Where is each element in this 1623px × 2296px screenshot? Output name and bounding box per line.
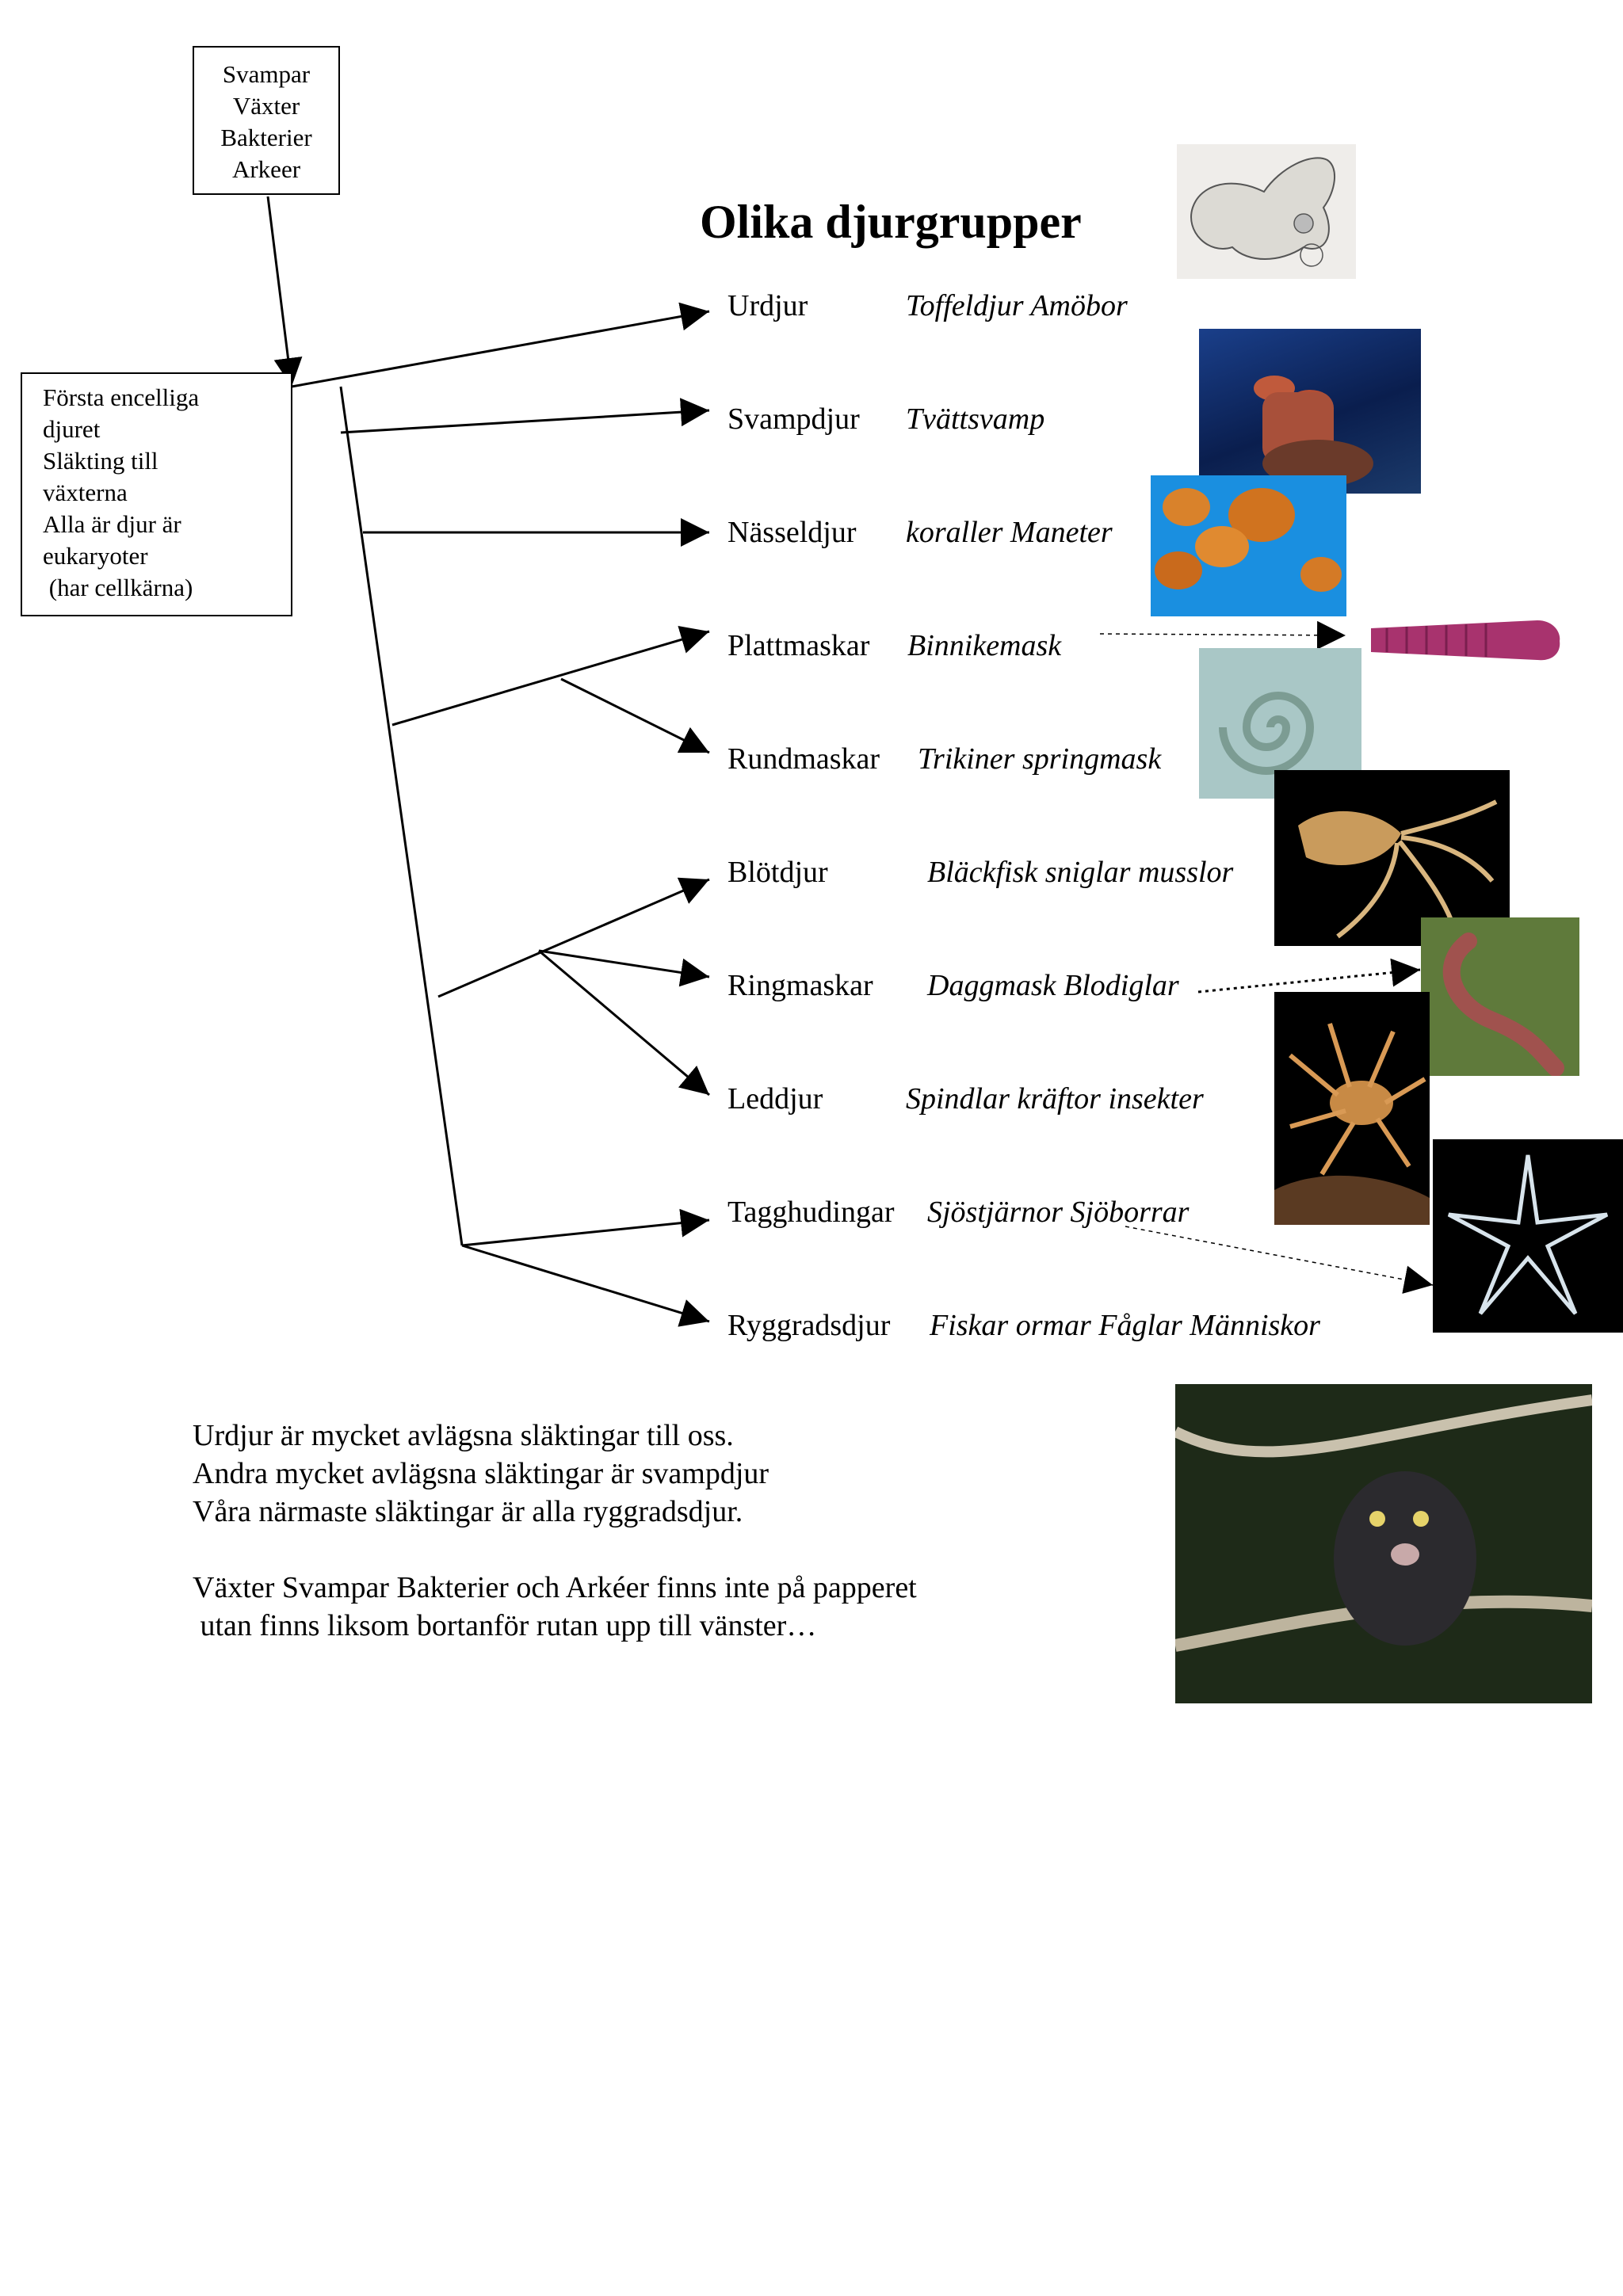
branch-worms [391,625,710,727]
notes-text: Urdjur är mycket avlägsna släktingar til… [193,1417,917,1645]
earthworm-picture [1421,917,1579,1076]
branch-molluscs [437,877,710,998]
dotted-pointer-tapeworm [1099,620,1346,650]
group-examples-rundmaskar: Trikiner springmask [918,742,1162,776]
first-animal-line: eukaryoter [43,542,148,570]
group-name-nasseldjur: Nässeldjur [727,516,857,549]
arrow-ringmaskar [538,949,710,987]
first-animal-line: djuret [43,415,101,443]
group-examples-leddjur: Spindlar kräftor insekter [906,1082,1204,1116]
group-examples-urdjur: Toffeldjur Amöbor [906,289,1128,322]
first-animal-line: Släkting till [43,447,158,475]
first-animal-line: (har cellkärna) [43,574,193,601]
arrow-top-to-left-box [266,196,303,387]
kingdoms-line: Svampar [222,60,311,88]
group-examples-blotdjur: Bläckfisk sniglar musslor [927,856,1234,889]
group-name-plattmaskar: Plattmaskar [727,629,870,662]
first-animal-line: Första encelliga [43,383,200,411]
group-name-urdjur: Urdjur [727,289,808,322]
tapeworm-picture [1371,573,1571,709]
starfish-picture [1433,1139,1623,1333]
group-name-blotdjur: Blötdjur [727,856,828,889]
jellyfish-picture [1151,475,1346,616]
note-line: Växter Svampar Bakterier och Arkéer finn… [193,1571,917,1604]
group-name-ringmaskar: Ringmaskar [727,969,873,1002]
kingdoms-line: Arkeer [231,155,301,183]
kingdoms-line: Växter [232,92,300,120]
arrow-svampdjur [340,398,710,434]
group-examples-ringmaskar: Daggmask Blodiglar [927,969,1179,1002]
note-line: Urdjur är mycket avlägsna släktingar til… [193,1419,734,1452]
dotted-pointer-starfish [1125,1226,1434,1294]
arrow-rundmaskar [560,677,710,754]
group-name-leddjur: Leddjur [727,1082,823,1116]
first-animal-line: Alla är djur är [43,510,181,538]
group-examples-ryggradsdjur: Fiskar ormar Fåglar Människor [930,1309,1320,1342]
arrow-tagghudingar [461,1208,710,1247]
group-name-rundmaskar: Rundmaskar [727,742,880,776]
arrow-ryggradsdjur [461,1244,710,1327]
tree-trunk [339,386,464,1246]
crab-picture [1274,992,1430,1225]
first-animal-line: växterna [43,479,128,506]
group-examples-svampdjur: Tvättsvamp [906,402,1045,436]
arrow-urdjur [291,302,710,388]
note-line: Andra mycket avlägsna släktingar är svam… [193,1457,769,1490]
diagram-title: Olika djurgrupper [700,196,1082,248]
arrow-leddjur [538,949,710,1097]
note-line [193,1531,917,1569]
group-name-ryggradsdjur: Ryggradsdjur [727,1309,891,1342]
group-examples-nasseldjur: koraller Maneter [906,516,1113,549]
group-name-tagghudingar: Tagghudingar [727,1196,895,1229]
group-examples-plattmaskar: Binnikemask [907,629,1062,662]
dotted-pointer-earthworm [1197,958,1421,994]
first-animal-box: Första encelliga djuret Släkting till vä… [21,372,292,616]
kingdoms-box: Svampar Växter Bakterier Arkeer [193,46,340,195]
amoeba-picture [1177,144,1356,279]
group-name-svampdjur: Svampdjur [727,402,860,436]
note-line: utan finns liksom bortanför rutan upp ti… [193,1609,817,1642]
sponge-picture [1199,329,1421,494]
group-examples-tagghudingar: Sjöstjärnor Sjöborrar [927,1196,1190,1229]
note-line: Våra närmaste släktingar är alla ryggrad… [193,1495,743,1528]
aye-aye-picture [1175,1384,1592,1703]
kingdoms-line: Bakterier [220,124,312,151]
squid-picture [1274,770,1510,946]
